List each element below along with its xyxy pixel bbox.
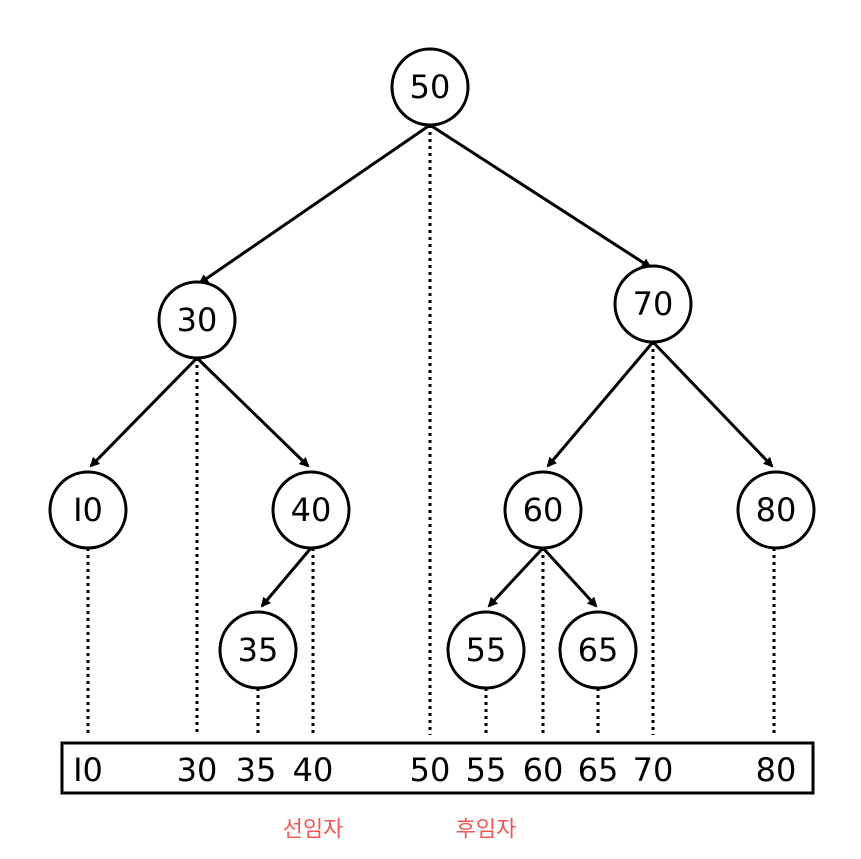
sequence-item-80: 80 — [756, 751, 797, 789]
sequence-item-50: 50 — [410, 751, 451, 789]
node-80: 80 — [736, 470, 816, 550]
node-10: I0 — [48, 470, 128, 550]
predecessor-caption: 선임자 — [283, 818, 344, 843]
edge-70-80 — [651, 340, 774, 468]
sequence-item-55: 55 — [466, 751, 507, 789]
projection-lines — [86, 125, 776, 735]
tree-nodes: 50 30 70 I0 40 60 80 35 — [48, 47, 816, 690]
sequence-item-10: I0 — [73, 751, 103, 789]
successor-caption: 후임자 — [456, 818, 517, 843]
node-40-label: 40 — [291, 491, 332, 529]
sequence-item-60: 60 — [523, 751, 564, 789]
node-55-label: 55 — [466, 631, 507, 669]
node-50-label: 50 — [410, 68, 451, 106]
sequence-item-30: 30 — [177, 751, 218, 789]
edge-30-40 — [195, 356, 310, 468]
edge-40-35 — [260, 547, 313, 608]
node-10-label: I0 — [73, 491, 103, 529]
node-65-label: 65 — [578, 631, 619, 669]
node-35: 35 — [218, 610, 298, 690]
node-35-label: 35 — [238, 631, 279, 669]
sequence-item-70: 70 — [633, 751, 674, 789]
node-30-label: 30 — [177, 301, 218, 339]
edge-50-30 — [198, 123, 431, 285]
node-50: 50 — [390, 47, 470, 127]
inorder-sequence: I0 30 35 40 50 55 60 65 70 80 — [60, 741, 815, 795]
node-80-label: 80 — [756, 491, 797, 529]
node-70-label: 70 — [633, 285, 674, 323]
node-55: 55 — [446, 610, 526, 690]
sequence-item-40: 40 — [293, 751, 334, 789]
edge-50-70 — [429, 123, 652, 269]
node-60: 60 — [503, 470, 583, 550]
node-60-label: 60 — [523, 491, 564, 529]
edge-60-65 — [541, 546, 598, 608]
edge-60-55 — [487, 546, 545, 608]
sequence-box — [60, 741, 815, 795]
tree-edges — [89, 123, 774, 608]
sequence-item-65: 65 — [578, 751, 619, 789]
sequence-item-35: 35 — [236, 751, 277, 789]
edge-70-60 — [546, 341, 655, 468]
node-65: 65 — [558, 610, 638, 690]
node-70: 70 — [613, 264, 693, 344]
node-30: 30 — [157, 280, 237, 360]
edge-30-10 — [89, 356, 199, 468]
node-40: 40 — [271, 470, 351, 550]
